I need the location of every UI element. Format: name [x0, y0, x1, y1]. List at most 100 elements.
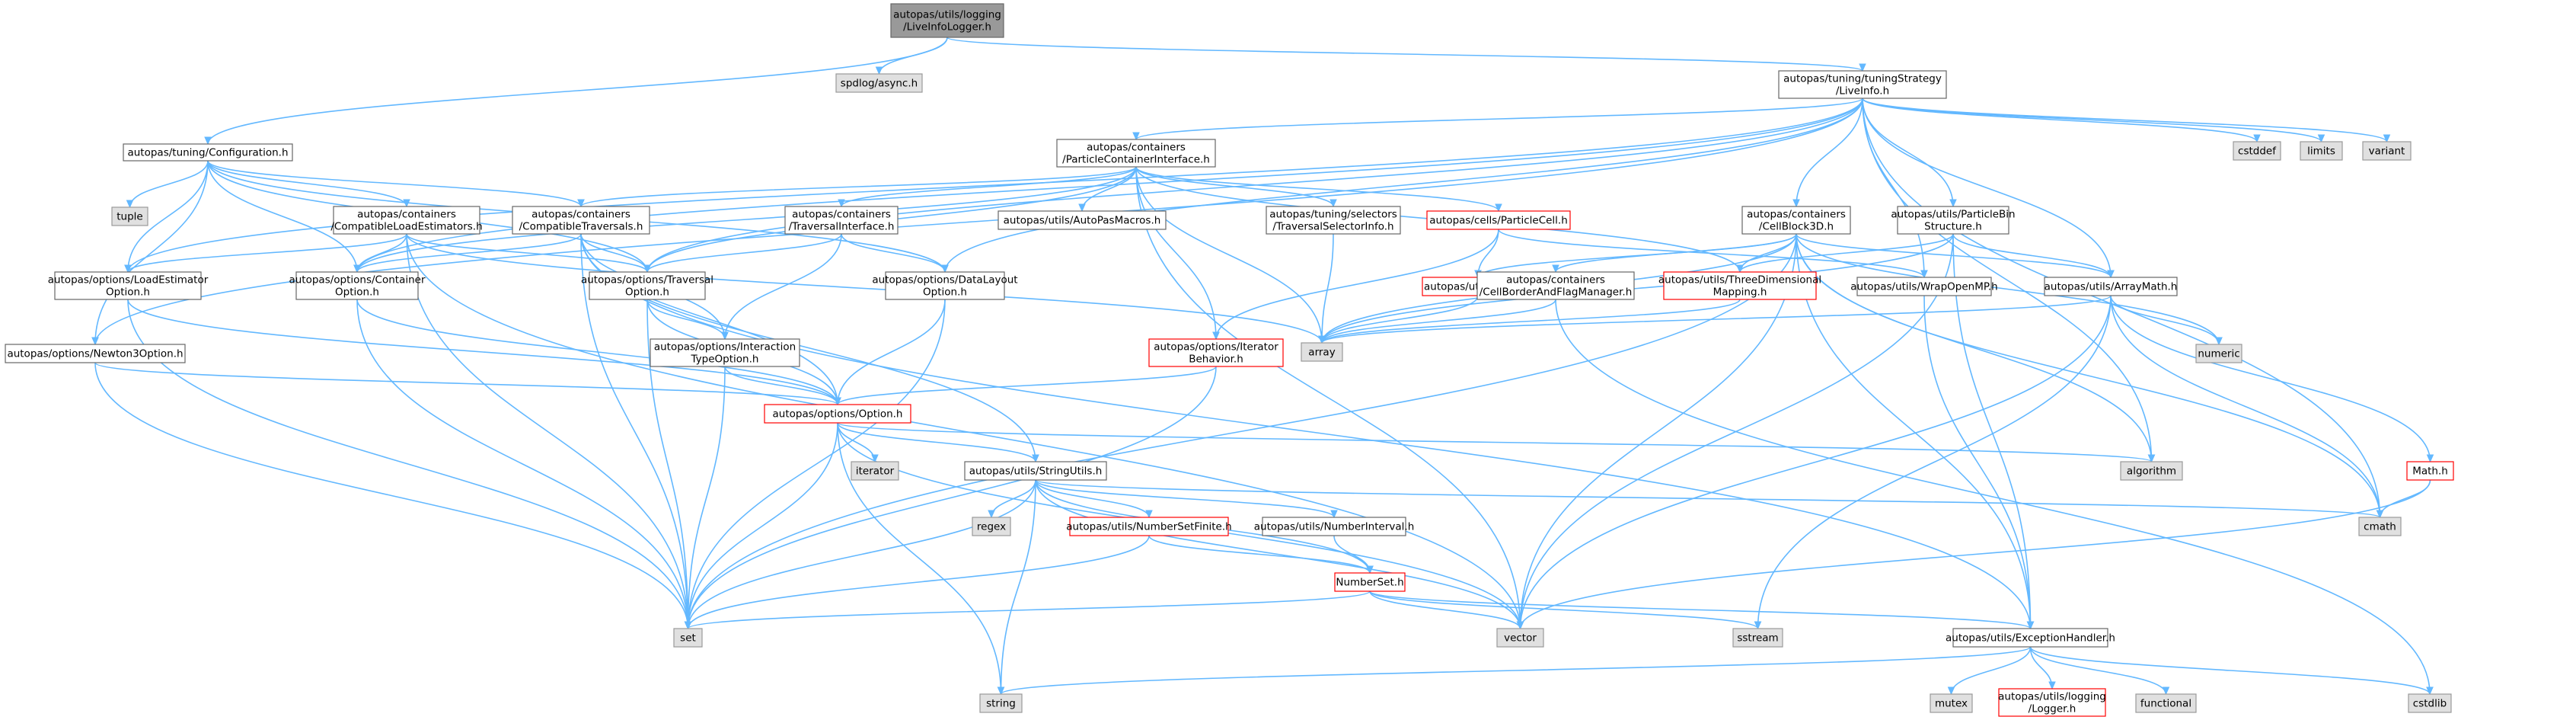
node-ni[interactable]: autopas/utils/NumberInterval.h [1254, 517, 1415, 536]
node-option[interactable]: autopas/options/Option.h [764, 404, 911, 424]
arrowhead-am-to-array [1318, 335, 1326, 344]
node-label-functional-0: functional [2140, 698, 2191, 710]
node-box-cb3d [1741, 206, 1851, 235]
arrowhead-eh-to-mutex [1947, 686, 1955, 696]
node-logger[interactable]: autopas/utils/logging/Logger.h [1998, 688, 2106, 717]
arrowhead-eh-to-cstdlib [2426, 686, 2434, 696]
arrowhead-pbs-to-am [2107, 270, 2115, 279]
edge-cb3d-to-vector [1519, 233, 1797, 629]
node-label-su-0: autopas/utils/StringUtils.h [969, 466, 1103, 478]
arrowhead-ns-to-eh [2026, 621, 2035, 630]
arrowhead-option-to-su [1032, 454, 1039, 463]
node-root[interactable]: autopas/utils/logging/LiveInfoLogger.h [890, 3, 1004, 38]
edge-pci-to-co [356, 166, 1137, 273]
node-n3o[interactable]: autopas/options/Newton3Option.h [5, 344, 186, 363]
node-label-root-1: /LiveInfoLogger.h [903, 21, 991, 34]
edge-cb3d-to-eh [1796, 233, 2032, 629]
edge-pbs-to-eh [1952, 233, 2032, 629]
node-box-eh [1952, 628, 2108, 648]
node-box-limits [2300, 141, 2343, 161]
node-box-spdlog [835, 73, 923, 93]
node-label-spdlog-0: spdlog/async.h [841, 78, 918, 90]
node-box-to [589, 271, 706, 300]
node-box-iterator [851, 461, 899, 481]
node-nsf[interactable]: autopas/utils/NumberSetFinite.h [1066, 517, 1232, 536]
node-label-to-1: Option.h [625, 286, 669, 299]
arrowhead-root-to-liveinfo [1859, 63, 1866, 72]
node-box-sstream [1732, 628, 1783, 648]
edge-liveinfo-to-pci [1135, 98, 1863, 140]
node-cle[interactable]: autopas/containers/CompatibleLoadEstimat… [330, 206, 483, 235]
node-box-cbfm [1476, 271, 1635, 300]
node-numeric: numeric [2195, 344, 2242, 363]
node-label-cb3d-0: autopas/containers [1747, 209, 1846, 221]
node-am[interactable]: autopas/utils/ArrayMath.h [2044, 277, 2178, 296]
node-box-mathh [2406, 461, 2454, 481]
edge-liveinfo-to-co [356, 98, 1863, 273]
node-pci[interactable]: autopas/containers/ParticleContainerInte… [1056, 139, 1216, 168]
node-config[interactable]: autopas/tuning/Configuration.h [123, 143, 293, 162]
arrowhead-cb3d-to-cbfm [1552, 264, 1559, 274]
node-box-cle [333, 206, 480, 235]
arrowhead-pci-to-tsi [1329, 199, 1337, 208]
edge-am-to-cmath [2110, 295, 2381, 518]
node-label-to-0: autopas/options/Traversal [581, 274, 713, 286]
node-box-functional [2135, 693, 2197, 713]
node-box-option [764, 404, 911, 424]
node-label-mutex-0: mutex [1935, 698, 1968, 710]
edge-ib-to-option [837, 366, 1217, 405]
node-label-leo-1: Option.h [106, 286, 150, 299]
node-label-sstream-0: sstream [1737, 632, 1778, 645]
edge-root-to-config [207, 37, 948, 145]
node-box-n3o [5, 344, 186, 363]
edge-to-to-set [646, 299, 689, 629]
edge-tsi-to-array [1321, 233, 1334, 344]
node-label-leo-0: autopas/options/LoadEstimator [48, 274, 209, 286]
node-label-vector-0: vector [1504, 632, 1537, 645]
arrowhead-ns-to-set [684, 621, 692, 630]
node-cbfm[interactable]: autopas/containers/CellBorderAndFlagMana… [1476, 271, 1635, 300]
node-label-cle-1: /CompatibleLoadEstimators.h [330, 221, 482, 233]
edge-liveinfo-to-leo [127, 98, 1863, 273]
node-eh[interactable]: autopas/utils/ExceptionHandler.h [1946, 628, 2115, 648]
arrowhead-su-to-ni [1330, 510, 1338, 519]
edge-pci-to-pcell [1135, 166, 1499, 212]
node-pcell[interactable]: autopas/cells/ParticleCell.h [1426, 210, 1571, 230]
node-cb3d[interactable]: autopas/containers/CellBlock3D.h [1741, 206, 1851, 235]
node-box-ni [1262, 517, 1406, 536]
edge-pbs-to-tdm [1739, 233, 1954, 273]
edge-ib-to-set [687, 366, 1217, 629]
arrowhead-am-to-mathh [2426, 454, 2434, 463]
edge-liveinfo-to-dlo [944, 98, 1863, 273]
node-box-tuple [111, 206, 148, 226]
node-ns[interactable]: NumberSet.h [1334, 572, 1406, 592]
node-label-dlo-0: autopas/options/DataLayout [872, 274, 1017, 286]
node-ti[interactable]: autopas/containers/TraversalInterface.h [784, 206, 899, 235]
node-box-liveinfo [1778, 70, 1947, 99]
node-box-ito [650, 338, 800, 367]
edge-leo-to-set [127, 299, 689, 629]
node-liveinfo[interactable]: autopas/tuning/tuningStrategy/LiveInfo.h [1778, 70, 1947, 99]
node-label-cmath-0: cmath [2364, 521, 2396, 533]
node-label-nsf-0: autopas/utils/NumberSetFinite.h [1066, 521, 1231, 533]
arrowhead-option-to-algorithm [2147, 454, 2156, 463]
node-label-cstddef-0: cstddef [2238, 146, 2277, 158]
node-apm[interactable]: autopas/utils/AutoPasMacros.h [998, 210, 1167, 230]
node-label-array-0: array [1308, 347, 1335, 359]
edge-pci-to-ti [841, 166, 1137, 207]
node-su[interactable]: autopas/utils/StringUtils.h [964, 461, 1107, 481]
node-ct[interactable]: autopas/containers/CompatibleTraversals.… [512, 206, 650, 235]
node-label-ti-1: /TraversalInterface.h [789, 221, 895, 233]
node-functional: functional [2135, 693, 2197, 713]
node-tsi[interactable]: autopas/tuning/selectors/TraversalSelect… [1266, 206, 1401, 235]
node-mathh[interactable]: Math.h [2406, 461, 2454, 481]
node-womp[interactable]: autopas/utils/WrapOpenMP.h [1850, 277, 1998, 296]
